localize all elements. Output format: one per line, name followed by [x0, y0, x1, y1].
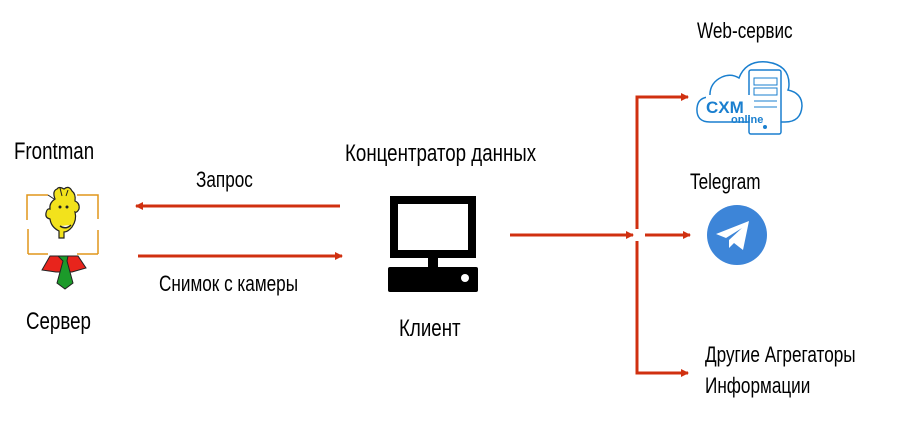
other-aggregators-line2: Информации [705, 373, 811, 398]
web-service-title: Web-сервис [697, 18, 793, 43]
snapshot-label: Снимок с камеры [159, 271, 299, 296]
telegram-icon[interactable] [707, 205, 767, 265]
svg-text:online: online [731, 114, 763, 126]
client-title: Концентратор данных [345, 140, 537, 167]
request-label: Запрос [196, 167, 253, 192]
server-caption: Сервер [26, 308, 91, 335]
computer-monitor-icon [388, 196, 478, 292]
client-caption: Клиент [399, 315, 461, 342]
svg-text:CXM: CXM [706, 98, 744, 117]
server-title: Frontman [14, 138, 95, 165]
branch-line-top [635, 93, 689, 229]
frontman-avatar-icon [26, 186, 99, 290]
branch-line-bottom [635, 241, 689, 377]
telegram-title: Telegram [690, 169, 761, 194]
other-aggregators-line1: Другие Агрегаторы [705, 342, 856, 367]
cxm-online-cloud-logo: CXM online [696, 61, 803, 135]
